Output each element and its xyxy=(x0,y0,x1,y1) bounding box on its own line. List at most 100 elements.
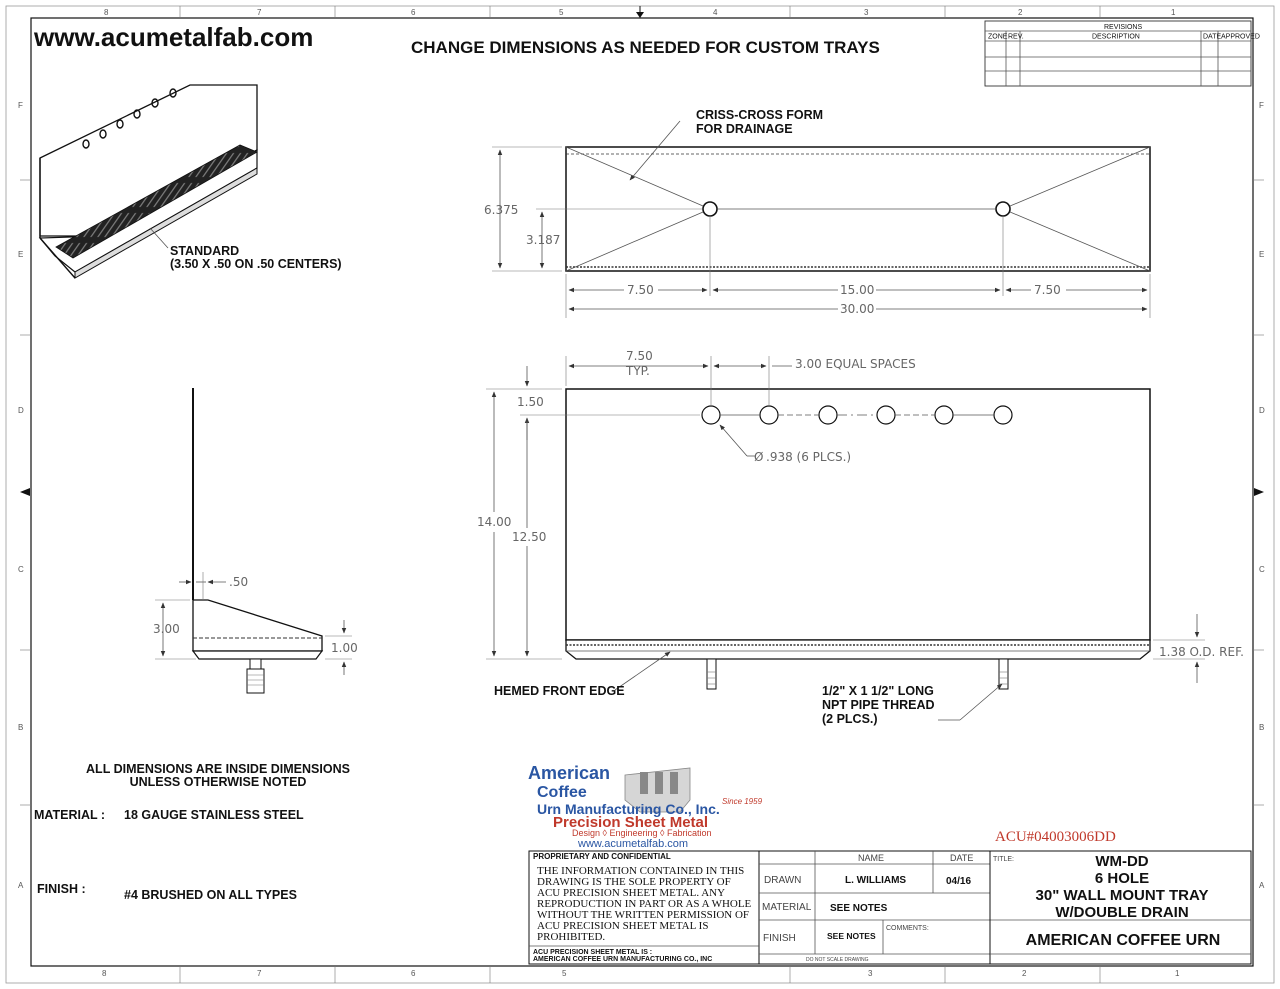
grid-row-c-right: C xyxy=(1259,565,1265,574)
logo-since: Since 1959 xyxy=(722,797,763,806)
dim-height-top: 6.375 xyxy=(484,203,518,217)
pipe-thread-label-2: NPT PIPE THREAD xyxy=(822,698,935,712)
dims-note-line2: UNLESS OTHERWISE NOTED xyxy=(130,775,307,789)
faucet-hole-icon xyxy=(876,405,896,425)
grid-row-e-right: E xyxy=(1259,250,1264,259)
grid-row-d: D xyxy=(18,406,24,415)
rev-col-rev: REV. xyxy=(1008,34,1024,41)
material-value: 18 GAUGE STAINLESS STEEL xyxy=(124,808,304,822)
title-block: PROPRIETARY AND CONFIDENTIAL THE INFORMA… xyxy=(528,850,1252,965)
grid-column-labels-bottom: 8 7 6 5 3 2 1 xyxy=(102,966,1180,983)
drain-hole-left-icon xyxy=(702,201,718,217)
side-view: .50 3.00 1.00 xyxy=(153,388,358,694)
proprietary-line-5: WITHOUT THE WRITTEN PERMISSION OF xyxy=(537,909,749,921)
faucet-hole-icon xyxy=(759,405,779,425)
grid-row-labels: F E D C B A F E D C B A xyxy=(18,101,1265,890)
grid-row-e: E xyxy=(18,250,23,259)
website-heading: www.acumetalfab.com xyxy=(33,22,313,52)
material-label: MATERIAL : xyxy=(34,808,105,822)
dim-typ-label: TYP. xyxy=(625,364,650,378)
proprietary-line-7: PROHIBITED. xyxy=(537,931,605,943)
dim-total-height-front: 14.00 xyxy=(477,515,511,529)
back-panel-outline xyxy=(565,388,1151,641)
pipe-thread-label-1: 1/2" X 1 1/2" LONG xyxy=(822,684,934,698)
rev-col-zone: ZONE xyxy=(988,34,1008,41)
grid-row-f-right: F xyxy=(1259,101,1264,110)
rev-col-description: DESCRIPTION xyxy=(1092,34,1140,41)
drain-pipe-right xyxy=(998,658,1009,690)
grid-col-6: 6 xyxy=(411,8,416,17)
drawn-label: DRAWN xyxy=(764,875,801,886)
proprietary-line-2: DRAWING IS THE SOLE PROPERTY OF xyxy=(537,876,731,888)
grid-row-b-right: B xyxy=(1259,723,1264,732)
isometric-tray-view: STANDARD (3.50 X .50 ON .50 CENTERS) xyxy=(38,84,342,279)
grid-row-c: C xyxy=(18,565,24,574)
grid-row-a: A xyxy=(18,881,24,890)
grid-col-2: 2 xyxy=(1018,8,1023,17)
part-number: ACU#04003006DD xyxy=(995,829,1116,845)
logo-line-website: www.acumetalfab.com xyxy=(577,838,688,850)
grid-col-2-bottom: 2 xyxy=(1022,969,1027,978)
grid-row-a-right: A xyxy=(1259,881,1265,890)
comments-label: COMMENTS: xyxy=(886,925,929,932)
material-tb-label: MATERIAL xyxy=(762,902,812,913)
grid-col-5-bottom: 5 xyxy=(562,969,567,978)
title-line-3: 30" WALL MOUNT TRAY xyxy=(1036,887,1209,904)
logo-line-american: American xyxy=(528,763,610,783)
title-line-2: 6 HOLE xyxy=(1095,870,1149,887)
drawn-name: L. WILLIAMS xyxy=(845,875,906,886)
notes-block: ALL DIMENSIONS ARE INSIDE DIMENSIONS UNL… xyxy=(34,762,350,902)
faucet-hole-icon xyxy=(818,405,838,425)
grid-col-5: 5 xyxy=(559,8,564,17)
revisions-title: REVISIONS xyxy=(1104,24,1142,31)
grid-col-1-bottom: 1 xyxy=(1175,969,1180,978)
date-header: DATE xyxy=(950,853,973,863)
drip-slots xyxy=(55,144,258,259)
grid-col-7-bottom: 7 xyxy=(257,969,262,978)
rev-col-date: DATE xyxy=(1203,34,1221,41)
material-tb-value: SEE NOTES xyxy=(830,903,888,914)
company-logo: American Coffee Urn Manufacturing Co., I… xyxy=(528,763,763,850)
dim-half-top: 3.187 xyxy=(526,233,560,247)
faucet-hole-icon xyxy=(701,405,721,425)
logo-line-services: Design ◊ Engineering ◊ Fabrication xyxy=(572,828,711,838)
pipe-thread-label-3: (2 PLCS.) xyxy=(822,712,878,726)
grid-col-7: 7 xyxy=(257,8,262,17)
grid-col-3: 3 xyxy=(864,8,869,17)
grid-col-8-bottom: 8 xyxy=(102,969,107,978)
footer-line-2: AMERICAN COFFEE URN MANUFACTURING CO., I… xyxy=(533,956,712,963)
hole-diameter-note: .938 (6 PLCS.) xyxy=(766,450,851,464)
grid-column-labels-top: 8 7 6 5 4 3 2 1 xyxy=(104,6,1176,18)
grid-row-d-right: D xyxy=(1259,406,1265,415)
dim-typ-value: 7.50 xyxy=(626,349,653,363)
dim-top-offset: 1.50 xyxy=(517,395,544,409)
equal-spaces-label: 3.00 EQUAL SPACES xyxy=(795,357,916,371)
grid-row-f: F xyxy=(18,101,23,110)
logo-line-urn: Urn Manufacturing Co., Inc. xyxy=(537,801,720,817)
title-label: TITLE: xyxy=(993,856,1014,863)
rev-col-approved: APPROVED xyxy=(1221,34,1260,41)
dim-mid-top: 15.00 xyxy=(840,283,874,297)
dim-total-top: 30.00 xyxy=(840,302,874,316)
dims-note-line1: ALL DIMENSIONS ARE INSIDE DIMENSIONS xyxy=(86,762,350,776)
standard-label: STANDARD xyxy=(170,244,239,258)
hole-icon xyxy=(82,139,90,149)
grid-col-3-bottom: 3 xyxy=(868,969,873,978)
dim-right-top: 7.50 xyxy=(1034,283,1061,297)
dim-height-front: 12.50 xyxy=(512,530,546,544)
hole-icon xyxy=(169,88,177,98)
dim-lip-side: 1.00 xyxy=(331,641,358,655)
grid-col-8: 8 xyxy=(104,8,109,17)
proprietary-line-4: REPRODUCTION IN PART OR AS A WHOLE xyxy=(537,898,752,910)
criss-cross-callout: CRISS-CROSS FORM xyxy=(696,108,823,122)
name-header: NAME xyxy=(858,853,884,863)
grid-col-6-bottom: 6 xyxy=(411,969,416,978)
criss-cross-callout-2: FOR DRAINAGE xyxy=(696,122,793,136)
custom-tray-headline: CHANGE DIMENSIONS AS NEEDED FOR CUSTOM T… xyxy=(411,38,880,57)
company-name: AMERICAN COFFEE URN xyxy=(1026,932,1221,949)
logo-line-coffee: Coffee xyxy=(537,784,587,801)
logo-line-precision: Precision Sheet Metal xyxy=(553,814,708,831)
side-drain-pipe xyxy=(246,668,265,694)
finish-tb-value: SEE NOTES xyxy=(827,931,876,941)
dim-od-ref: 1.38 O.D. REF. xyxy=(1159,645,1244,659)
